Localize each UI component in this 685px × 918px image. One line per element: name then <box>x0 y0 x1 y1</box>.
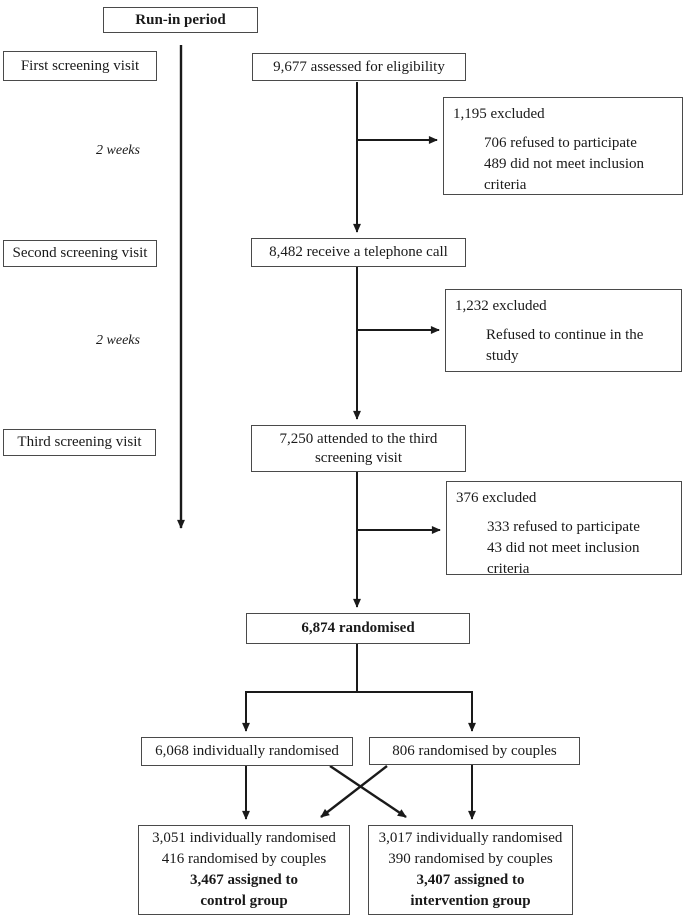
gap-label-1: 2 weeks <box>96 143 140 158</box>
excluded-1-reason: 706 refused to participate <box>484 135 637 151</box>
arrow-cross-individual-to-intervention <box>329 765 407 818</box>
intervention-group-line: 390 randomised by couples <box>388 851 553 867</box>
arrow-cross-couples-to-control <box>320 765 388 818</box>
assessed-box: 9,677 assessed for eligibility <box>252 53 466 81</box>
control-group-assigned: 3,467 assigned to <box>190 872 298 888</box>
runin-period-box: Run-in period <box>103 7 258 33</box>
excluded-2-title: 1,232 excluded <box>455 298 547 314</box>
intervention-group-name: intervention group <box>410 893 531 909</box>
individually-randomised-box: 6,068 individually randomised <box>141 737 353 766</box>
gap-label-2: 2 weeks <box>96 333 140 348</box>
couples-randomised-box: 806 randomised by couples <box>369 737 580 765</box>
excluded-3-reason: 333 refused to participate <box>487 519 640 535</box>
control-group-line: 416 randomised by couples <box>161 851 327 867</box>
stage-box-first-screening: First screening visit <box>3 51 157 81</box>
excluded-box-2: 1,232 excluded Refused to continue in th… <box>445 289 682 372</box>
intervention-group-line: 3,017 individually randomised <box>378 830 563 846</box>
excluded-1-title: 1,195 excluded <box>453 106 545 122</box>
intervention-group-assigned: 3,407 assigned to <box>416 872 525 888</box>
intervention-group-box: 3,017 individually randomised 390 random… <box>368 825 573 915</box>
control-group-name: control group <box>200 893 288 909</box>
randomised-box: 6,874 randomised <box>246 613 470 644</box>
stage-box-third-screening: Third screening visit <box>3 429 156 456</box>
stage-box-second-screening: Second screening visit <box>3 240 157 267</box>
excluded-2-reason: Refused to continue in the study <box>486 327 644 364</box>
telephone-box: 8,482 receive a telephone call <box>251 238 466 267</box>
attended-box: 7,250 attended to the third screening vi… <box>251 425 466 472</box>
excluded-box-1: 1,195 excluded 706 refused to participat… <box>443 97 683 195</box>
excluded-box-3: 376 excluded 333 refused to participate … <box>446 481 682 577</box>
excluded-3-reason: 43 did not meet inclusion criteria <box>487 540 640 577</box>
control-group-line: 3,051 individually randomised <box>152 830 336 846</box>
split-connector <box>246 644 472 693</box>
excluded-1-reason: 489 did not meet inclusion criteria <box>484 156 644 193</box>
excluded-3-title: 376 excluded <box>456 490 537 506</box>
control-group-box: 3,051 individually randomised 416 random… <box>138 825 350 915</box>
